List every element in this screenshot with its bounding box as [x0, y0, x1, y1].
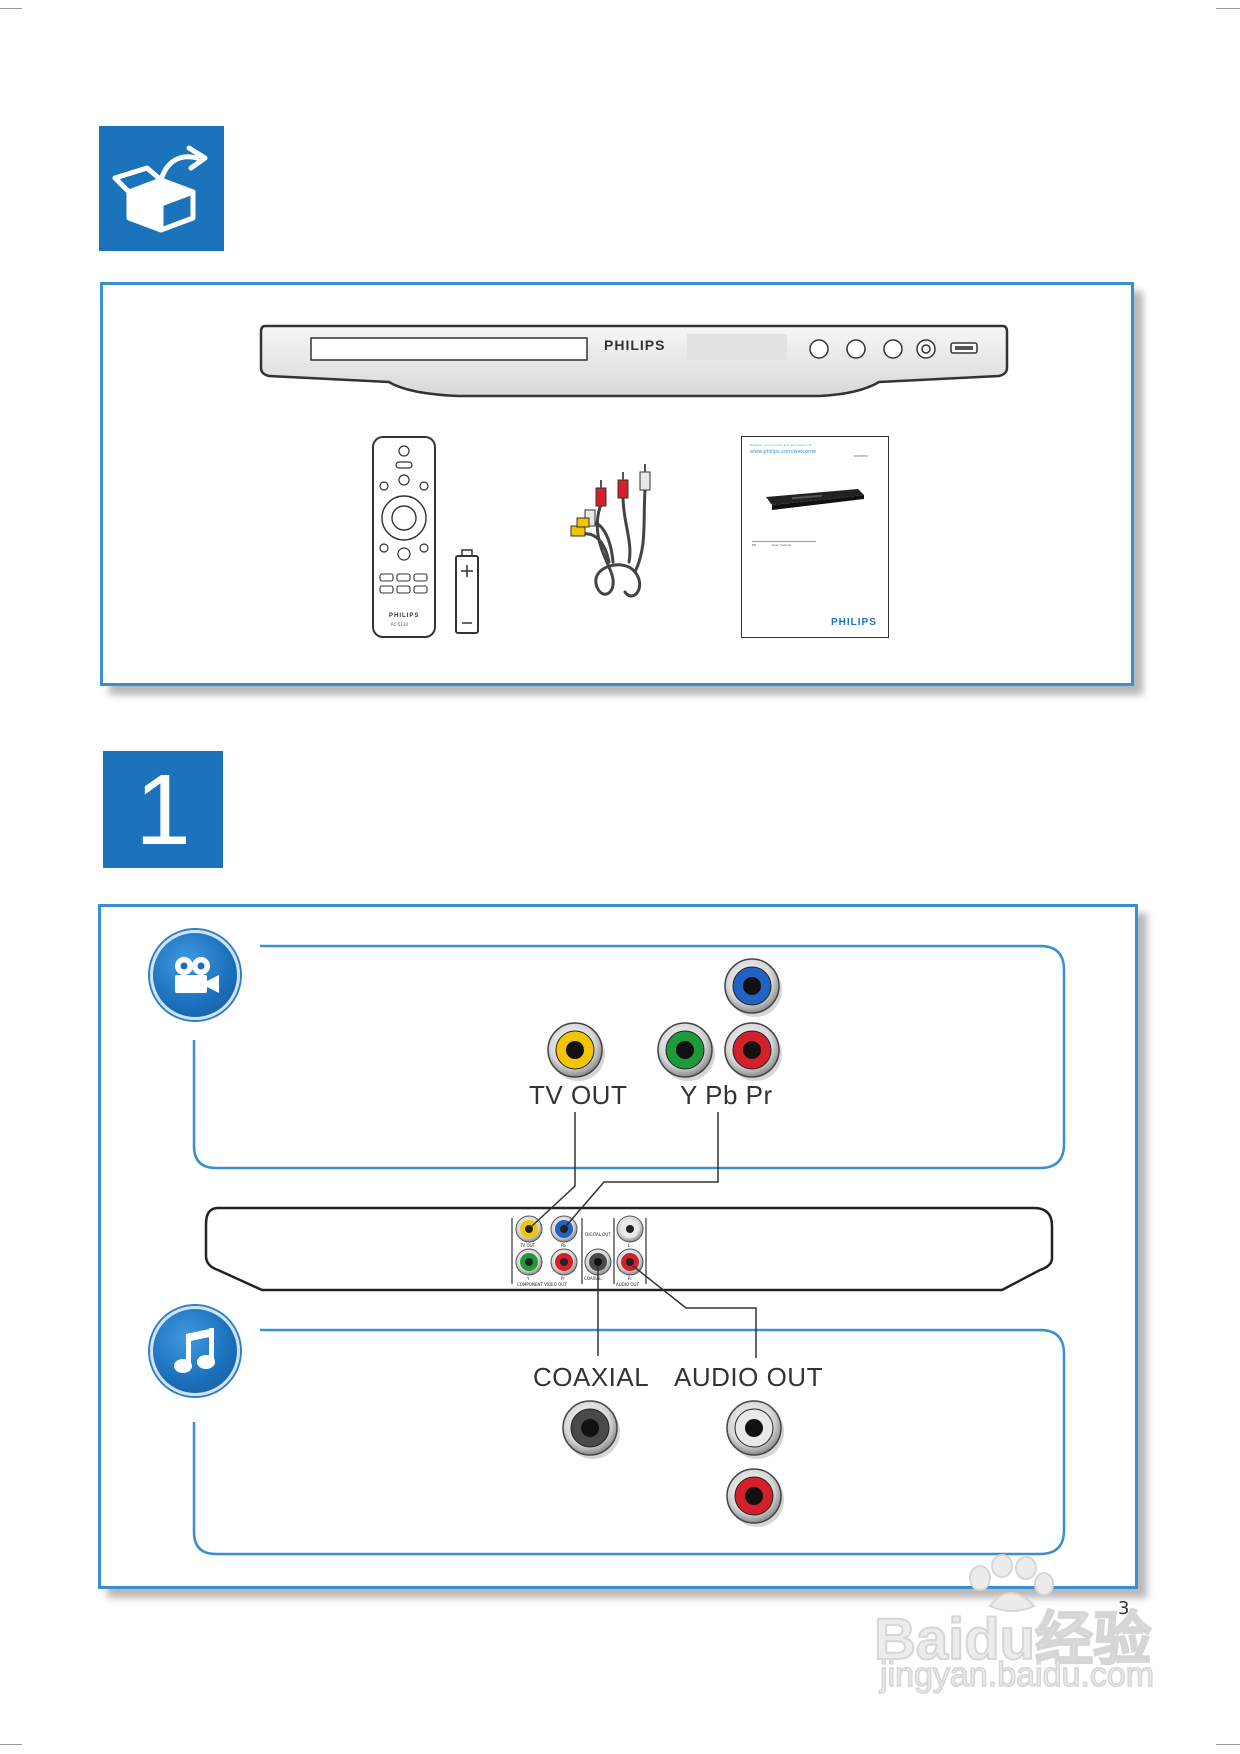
- audio-section-icon: [150, 1306, 240, 1396]
- crop-mark: [1216, 1744, 1240, 1745]
- rear-label-pb: Pb: [561, 1243, 566, 1248]
- booklet-brand: PHILIPS: [831, 617, 877, 628]
- booklet-model: DVP3880: [854, 454, 868, 458]
- display-window: [687, 334, 787, 360]
- remote-brand: PHILIPS: [389, 613, 420, 619]
- booklet-field-label: EN: [752, 543, 757, 547]
- coaxial-label: COAXIAL: [533, 1362, 650, 1392]
- front-button: [846, 339, 866, 359]
- jack-component-pb: [724, 958, 782, 1017]
- step-number: 1: [135, 753, 191, 866]
- tv-out-label: TV OUT: [529, 1080, 628, 1110]
- rear-jack-y: [515, 1248, 543, 1276]
- video-bracket: [192, 944, 1066, 1170]
- rear-jack-pr: [550, 1248, 578, 1276]
- user-manual-booklet: Register your product and get support at…: [741, 436, 889, 638]
- music-note-icon: [174, 1328, 215, 1373]
- front-button: [809, 339, 829, 359]
- player-brand: PHILIPS: [604, 337, 666, 353]
- paw-icon: [969, 1554, 1054, 1612]
- booklet-player-photo: [766, 489, 864, 510]
- power-button: [916, 339, 936, 359]
- rear-label-r: R: [628, 1276, 631, 1281]
- jack-component-pr: [724, 1022, 782, 1081]
- disc-tray: [310, 337, 588, 361]
- unbox-icon: [112, 145, 208, 232]
- battery: [455, 549, 479, 634]
- page-number: 3: [1118, 1598, 1130, 1619]
- rear-label-l: L: [628, 1243, 631, 1248]
- video-camera-icon: [175, 957, 219, 993]
- audio-bracket: [192, 1328, 1066, 1556]
- jack-tv-out: [547, 1022, 605, 1081]
- dvd-player-front: [259, 324, 1009, 398]
- rear-label-tv-out: TV OUT: [520, 1243, 535, 1248]
- jack-audio-r: [726, 1468, 784, 1527]
- rear-label-component-video-out: COMPONENT VIDEO OUT: [517, 1282, 567, 1287]
- audio-cable-line: [632, 1265, 757, 1358]
- jack-component-y: [657, 1022, 715, 1081]
- component-label: Y Pb Pr: [680, 1080, 773, 1110]
- crop-mark: [0, 1744, 22, 1745]
- unbox-tile: [99, 126, 224, 251]
- booklet-field-value: User manual: [772, 543, 792, 547]
- tv-out-cable-line: [531, 1112, 576, 1227]
- watermark-brand: Baidu经验: [873, 1606, 1152, 1673]
- step-number-tile: 1: [103, 751, 223, 868]
- booklet-url: www.philips.com/welcome: [750, 449, 816, 455]
- rear-label-y: Y: [527, 1276, 530, 1281]
- crop-mark: [1216, 8, 1240, 9]
- contents-panel: PHILIPS PHILIPS RC-5110: [100, 282, 1134, 686]
- rear-label-coaxial: COAXIAL: [584, 1276, 602, 1281]
- booklet-field-line: [752, 541, 816, 542]
- rear-jack-pb: [550, 1215, 578, 1243]
- av-cable: [570, 464, 651, 598]
- video-section-icon: [150, 930, 240, 1020]
- crop-mark: [0, 8, 22, 9]
- audio-out-label: AUDIO OUT: [674, 1362, 823, 1392]
- booklet-header: Register your product and get support at: [750, 443, 812, 447]
- jack-coaxial: [562, 1400, 620, 1459]
- watermark-url: jingyan.baidu.com: [879, 1655, 1155, 1695]
- rear-label-audio-out: AUDIO OUT: [616, 1282, 639, 1287]
- jack-audio-l: [726, 1400, 784, 1459]
- component-cable-line: [565, 1112, 719, 1227]
- rear-label-digital-out: DIGITAL OUT: [585, 1232, 611, 1237]
- rear-label-pr: Pr: [561, 1276, 565, 1281]
- remote-model: RC-5110: [391, 622, 408, 627]
- front-button: [883, 339, 903, 359]
- rear-jack-audio-l: [616, 1215, 644, 1243]
- remote-control: [372, 436, 436, 638]
